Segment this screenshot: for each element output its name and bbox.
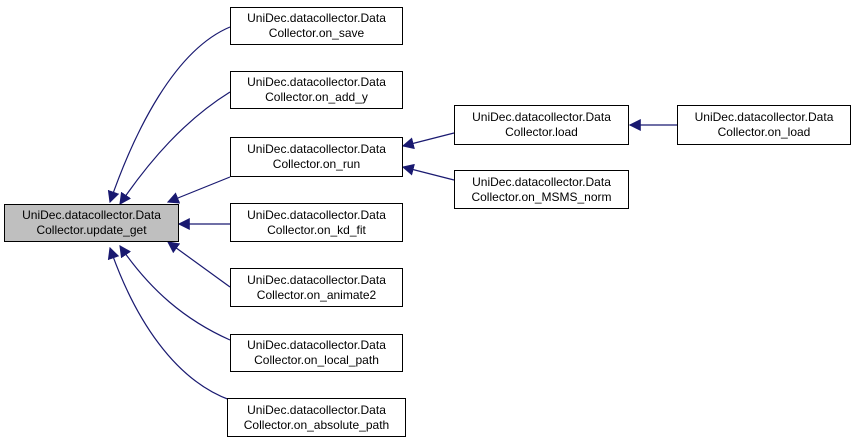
node-on_kd_fit-line1: UniDec.datacollector.Data	[247, 207, 386, 222]
node-on_animate2-line2: Collector.on_animate2	[256, 287, 377, 302]
edge-on_run-to-update_get	[166, 176, 231, 204]
node-on_animate2[interactable]: UniDec.datacollector.Data Collector.on_a…	[230, 268, 403, 307]
node-on_load-line1: UniDec.datacollector.Data	[694, 110, 834, 124]
edge-on_save-to-update_get	[107, 26, 231, 204]
node-on_save[interactable]: UniDec.datacollector.Data Collector.on_s…	[230, 7, 403, 45]
edge-on_absolute_path-to-update_get	[107, 246, 231, 401]
node-on_MSMS_norm[interactable]: UniDec.datacollector.Data Collector.on_M…	[454, 170, 629, 209]
edge-on_local_path-to-update_get	[119, 245, 231, 341]
node-load-line2: Collector.load	[505, 125, 578, 139]
node-on_kd_fit[interactable]: UniDec.datacollector.Data Collector.on_k…	[230, 203, 403, 242]
edge-load-to-on_run	[401, 132, 455, 150]
node-on_save-line1: UniDec.datacollector.Data	[247, 11, 386, 25]
node-on_run[interactable]: UniDec.datacollector.Data Collector.on_r…	[230, 137, 403, 177]
node-load-line1: UniDec.datacollector.Data	[472, 110, 611, 124]
node-update_get-line2: Collector.update_get	[36, 223, 147, 237]
node-on_add_y-line2: Collector.on_add_y	[265, 90, 368, 104]
node-on_load[interactable]: UniDec.datacollector.Data Collector.on_l…	[677, 105, 851, 145]
node-on_absolute_path-line2: Collector.on_absolute_path	[243, 417, 390, 432]
edge-on_add_y-to-update_get	[119, 91, 231, 205]
node-on_MSMS_norm-line2: Collector.on_MSMS_norm	[471, 189, 612, 204]
node-on_save-line2: Collector.on_save	[268, 26, 365, 40]
node-on_local_path[interactable]: UniDec.datacollector.Data Collector.on_l…	[230, 334, 403, 372]
edge-on_MSMS_norm-to-on_run	[401, 163, 455, 181]
node-on_animate2-line1: UniDec.datacollector.Data	[247, 272, 386, 287]
node-load[interactable]: UniDec.datacollector.Data Collector.load	[454, 105, 629, 145]
node-on_add_y[interactable]: UniDec.datacollector.Data Collector.on_a…	[230, 71, 403, 109]
edge-on_animate2-to-update_get	[167, 241, 231, 288]
node-update_get-line1: UniDec.datacollector.Data	[22, 208, 161, 222]
node-on_local_path-line1: UniDec.datacollector.Data	[247, 338, 386, 352]
node-on_local_path-line2: Collector.on_local_path	[254, 353, 379, 367]
node-on_absolute_path[interactable]: UniDec.datacollector.Data Collector.on_a…	[227, 398, 406, 437]
node-on_load-line2: Collector.on_load	[717, 125, 811, 139]
node-on_run-line1: UniDec.datacollector.Data	[247, 142, 386, 156]
node-on_MSMS_norm-line1: UniDec.datacollector.Data	[472, 174, 611, 189]
node-on_kd_fit-line2: Collector.on_kd_fit	[267, 222, 366, 237]
node-on_add_y-line1: UniDec.datacollector.Data	[247, 75, 386, 89]
node-on_absolute_path-line1: UniDec.datacollector.Data	[247, 402, 386, 417]
node-update_get[interactable]: UniDec.datacollector.Data Collector.upda…	[4, 204, 179, 242]
node-on_run-line2: Collector.on_run	[272, 157, 361, 171]
